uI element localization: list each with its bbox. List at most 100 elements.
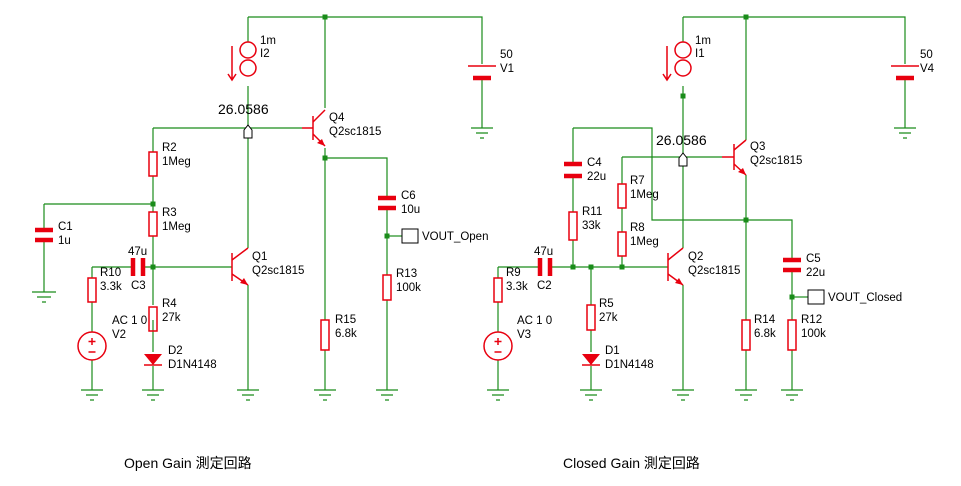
R13-value: 100k — [396, 282, 421, 294]
closed-gain-circuit: 26.0586 1m I1 50 V4 Q3 Q2sc1815 — [483, 14, 935, 401]
ac-source-V2: AC 1 0 V2 — [77, 315, 147, 361]
V1-name: V1 — [500, 63, 514, 75]
C3-name: C3 — [131, 280, 146, 292]
I2-name: I2 — [260, 48, 270, 60]
ground-icon — [237, 389, 259, 401]
C3-value: 47u — [128, 246, 147, 258]
V4-value: 50 — [920, 49, 933, 61]
R10-name: R10 — [100, 267, 121, 279]
vout-closed-label: VOUT_Closed — [828, 292, 902, 304]
R7-value: 1Meg — [630, 189, 659, 201]
open-grounds — [32, 127, 493, 401]
closed-node-voltage-label: 26.0586 — [656, 132, 707, 148]
Q2-model: Q2sc1815 — [688, 265, 740, 277]
C2-value: 47u — [534, 246, 553, 258]
R11-value: 33k — [582, 220, 601, 232]
resistor-R7: R7 1Meg — [617, 175, 659, 209]
battery-V1: 50 V1 — [468, 49, 514, 81]
C6-value: 10u — [401, 204, 420, 216]
resistor-R4: R4 27k — [148, 298, 181, 332]
V2-value: AC 1 0 — [112, 315, 147, 327]
resistor-R8: R8 1Meg — [617, 222, 659, 257]
capacitor-C3: 47u C3 — [128, 246, 147, 292]
ground-icon — [894, 127, 916, 139]
I1-name: I1 — [695, 48, 705, 60]
closed-wires — [497, 16, 906, 390]
battery-V4: 50 V4 — [891, 49, 935, 81]
vout-closed-port: VOUT_Closed — [807, 289, 902, 305]
ground-icon — [781, 389, 803, 401]
C4-value: 22u — [587, 171, 606, 183]
ground-icon — [471, 127, 493, 139]
C4-name: C4 — [587, 157, 602, 169]
ground-icon — [580, 389, 602, 401]
R11-name: R11 — [582, 206, 602, 218]
resistor-R14: R14 6.8k — [741, 314, 776, 351]
R14-value: 6.8k — [754, 328, 776, 340]
C1-name: C1 — [58, 221, 73, 233]
open-node-voltage-label: 26.0586 — [218, 101, 269, 117]
ground-icon — [81, 389, 103, 401]
I2-value: 1m — [260, 35, 276, 47]
C2-name: C2 — [537, 280, 552, 292]
R4-name: R4 — [162, 298, 177, 310]
capacitor-C2: 47u C2 — [534, 246, 553, 292]
V4-name: V4 — [920, 63, 935, 75]
ground-icon — [314, 389, 336, 401]
Q4-name: Q4 — [329, 112, 345, 124]
V3-value: AC 1 0 — [517, 315, 552, 327]
ground-icon — [32, 291, 56, 303]
resistor-R2: R2 1Meg — [148, 142, 191, 177]
ac-source-V3: AC 1 0 V3 — [483, 315, 552, 361]
current-source-I2: 1m I2 — [227, 35, 276, 82]
R7-name: R7 — [630, 175, 645, 187]
ground-icon — [142, 389, 164, 401]
C1-value: 1u — [58, 235, 71, 247]
I1-value: 1m — [695, 35, 711, 47]
C6-name: C6 — [401, 190, 416, 202]
resistor-R10: R10 3.3k — [87, 267, 122, 303]
R4-value: 27k — [162, 312, 181, 324]
ground-icon — [735, 389, 757, 401]
R13-name: R13 — [396, 268, 417, 280]
C5-name: C5 — [806, 253, 821, 265]
open-junctions — [150, 14, 390, 270]
resistor-R15: R15 6.8k — [320, 314, 357, 351]
capacitor-C5: C5 22u — [783, 253, 825, 279]
resistor-R12: R12 100k — [787, 314, 826, 351]
transistor-Q1: Q1 Q2sc1815 — [231, 247, 304, 286]
resistor-R11: R11 33k — [568, 206, 602, 241]
capacitor-C4: C4 22u — [564, 157, 606, 183]
resistor-R3: R3 1Meg — [148, 207, 191, 237]
closed-gain-caption: Closed Gain 測定回路 — [563, 455, 700, 471]
closed-junctions — [570, 14, 795, 300]
open-node-voltage: 26.0586 — [218, 101, 269, 139]
ground-icon — [376, 389, 398, 401]
D1-name: D1 — [605, 345, 620, 357]
V2-name: V2 — [112, 329, 126, 341]
D2-model: D1N4148 — [168, 359, 217, 371]
R5-value: 27k — [599, 312, 618, 324]
V1-value: 50 — [500, 49, 513, 61]
R15-value: 6.8k — [335, 328, 357, 340]
D1-model: D1N4148 — [605, 359, 654, 371]
R8-value: 1Meg — [630, 236, 659, 248]
transistor-Q4: Q4 Q2sc1815 — [302, 109, 381, 147]
R12-value: 100k — [801, 328, 826, 340]
Q1-name: Q1 — [252, 251, 267, 263]
R10-value: 3.3k — [100, 281, 122, 293]
diode-D2: D2 D1N4148 — [144, 345, 217, 371]
vout-open-label: VOUT_Open — [422, 231, 488, 243]
R8-name: R8 — [630, 222, 645, 234]
R9-name: R9 — [506, 267, 521, 279]
V3-name: V3 — [517, 329, 531, 341]
capacitor-C6: C6 10u — [378, 190, 420, 216]
capacitor-C1: C1 1u — [35, 221, 73, 247]
ground-icon — [487, 389, 509, 401]
resistor-R13: R13 100k — [382, 268, 421, 301]
C5-value: 22u — [806, 267, 825, 279]
open-gain-circuit: 26.0586 1m I2 50 V1 Q4 Q2sc1815 — [32, 14, 514, 401]
Q2-name: Q2 — [688, 251, 703, 263]
R14-name: R14 — [754, 314, 776, 326]
transistor-Q2: Q2 Q2sc1815 — [667, 247, 740, 286]
